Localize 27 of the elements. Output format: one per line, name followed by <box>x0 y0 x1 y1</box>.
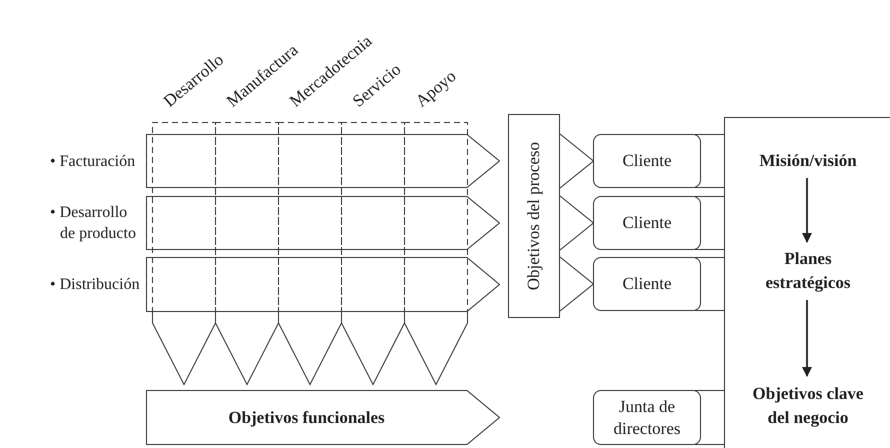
goal-text: Objetivos clave del negocio <box>752 383 864 429</box>
goal-text: Planes estratégicos <box>764 248 852 294</box>
vertical-box <box>508 114 560 318</box>
rounded-box <box>593 196 701 250</box>
chevron-connector <box>560 256 594 312</box>
box-label: Objetivos del proceso <box>523 142 544 290</box>
chevron-connector <box>560 196 594 250</box>
rounded-box <box>593 134 701 188</box>
connector-line <box>694 196 724 250</box>
arrow <box>802 300 812 377</box>
connector-line <box>694 257 724 311</box>
box-label: Junta de directores <box>612 396 682 440</box>
process-label: • Facturación <box>50 152 136 172</box>
box-label: Cliente <box>622 212 672 234</box>
box-label: Cliente <box>622 273 672 295</box>
box-label: Objetivos funcionales <box>228 406 385 429</box>
connector-line <box>694 134 724 188</box>
process-label: • Desarrollo de producto <box>50 203 137 244</box>
arrow <box>802 178 812 243</box>
panel-box <box>724 117 890 448</box>
connector-line <box>694 390 724 445</box>
chevron-connector <box>560 134 594 188</box>
goal-text: Misión/visión <box>758 150 858 172</box>
process-label: • Distribución <box>50 275 140 295</box>
box-label: Cliente <box>622 150 672 172</box>
rounded-box <box>593 257 701 311</box>
rounded-box <box>593 390 701 445</box>
